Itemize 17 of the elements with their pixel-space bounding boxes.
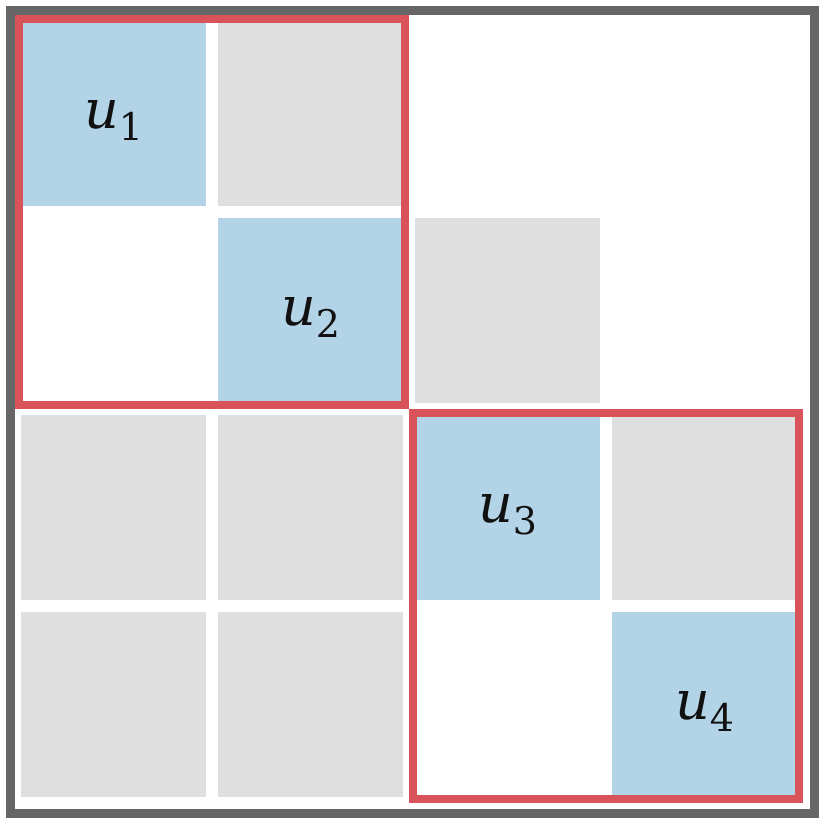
cell-label: u$_{3}$ xyxy=(478,472,537,543)
matrix-cell xyxy=(21,21,206,206)
cell-label: u$_{2}$ xyxy=(281,275,340,346)
shaded-cell xyxy=(612,415,797,600)
shaded-cell xyxy=(218,415,403,600)
shaded-cell xyxy=(21,612,206,797)
shaded-cell xyxy=(218,612,403,797)
matrix-cell xyxy=(218,218,403,403)
matrix-cell xyxy=(415,415,600,600)
shaded-cell xyxy=(21,415,206,600)
shaded-cell xyxy=(415,218,600,403)
matrix-cell xyxy=(612,612,797,797)
block-outline xyxy=(15,15,409,409)
block-outline xyxy=(409,409,803,803)
cell-label: u$_{1}$ xyxy=(84,78,143,149)
cell-label: u$_{4}$ xyxy=(675,669,734,740)
shaded-cell xyxy=(218,21,403,206)
